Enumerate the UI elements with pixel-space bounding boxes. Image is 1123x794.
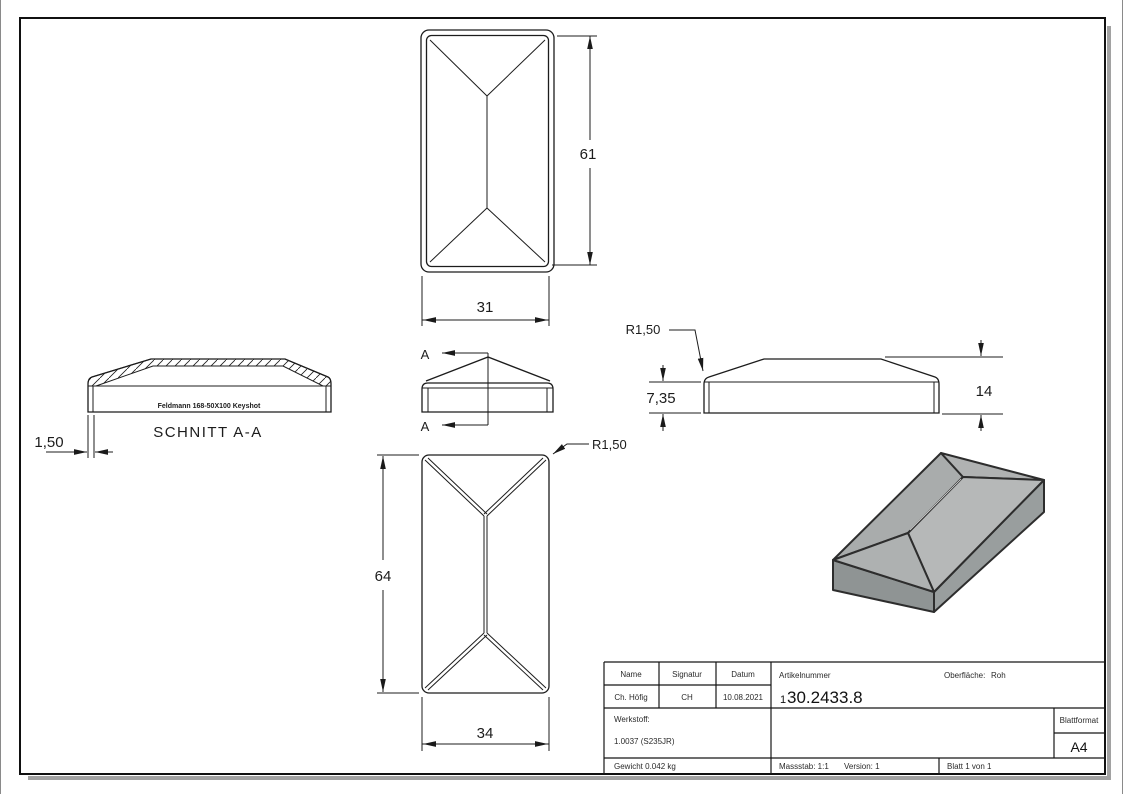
frame-shadow-bottom: [28, 776, 1111, 780]
dim-14-text: 14: [976, 383, 993, 400]
tb-value-signatur: CH: [681, 693, 693, 702]
dim-7-35: 7,35: [646, 365, 701, 431]
tb-version: Version: 1: [844, 762, 880, 771]
tb-artikelnummer-prefix: 1: [780, 694, 786, 706]
top-view-hip-edges: [429, 39, 546, 263]
dim-34-text: 34: [477, 725, 494, 742]
section-cut-line: A A: [421, 347, 489, 434]
tb-oberflaeche-value: Roh: [991, 671, 1006, 680]
dim-61: 61: [552, 35, 597, 266]
section-inner-lines: [88, 385, 331, 412]
tb-header-name: Name: [620, 670, 642, 679]
tb-header-signatur: Signatur: [672, 670, 702, 679]
section-title: SCHNITT A-A: [153, 424, 263, 441]
front-view: A A: [421, 347, 554, 434]
bottom-view-hip-edges: [424, 457, 547, 691]
tb-blatt: Blatt 1 von 1: [947, 762, 992, 771]
side-view: R1,50 7,35 14: [626, 322, 1003, 431]
side-inner-lines: [704, 381, 939, 413]
tb-blattformat-value: A4: [1070, 739, 1087, 755]
dim-64-text: 64: [375, 568, 392, 585]
radius-callout-bottom: R1,50: [552, 437, 627, 455]
tb-werkstoff-label: Werkstoff:: [614, 715, 650, 724]
iso-ridge-highlight: [909, 478, 962, 531]
frame-shadow-right: [1107, 26, 1111, 778]
side-outline: [703, 358, 940, 414]
dim-64: 64: [375, 454, 419, 694]
tb-blattformat-label: Blattformat: [1060, 716, 1099, 725]
top-view-inner-edge: [425, 34, 550, 268]
tb-gewicht: Gewicht 0.042 kg: [614, 762, 676, 771]
dim-1-50-text: 1,50: [34, 434, 63, 451]
dim-7-35-text: 7,35: [646, 390, 675, 407]
tb-artikelnummer-value: 30.2433.8: [787, 688, 863, 707]
tb-artikelnummer-label: Artikelnummer: [779, 671, 831, 680]
tb-werkstoff-value: 1.0037 (S235JR): [614, 737, 675, 746]
section-view: Feldmann 168-50X100 Keyshot SCHNITT A-A …: [34, 358, 332, 458]
dim-1-50: 1,50: [34, 415, 113, 458]
title-block: Name Signatur Datum Ch. Höfig CH 10.08.2…: [603, 661, 1105, 774]
cut-label-top: A: [421, 347, 430, 362]
bottom-view-outline: [421, 454, 550, 694]
tb-massstab: Massstab: 1:1: [779, 762, 829, 771]
tb-oberflaeche-label: Oberfläche:: [944, 671, 985, 680]
dim-14: 14: [885, 340, 1003, 431]
dim-31: 31: [421, 276, 550, 326]
cut-label-bottom: A: [421, 419, 430, 434]
dim-61-text: 61: [580, 146, 597, 163]
iso-3d-view: [832, 452, 1045, 613]
radius-callout-bottom-text: R1,50: [592, 437, 627, 452]
bottom-view: 64 34 R1,50: [375, 437, 627, 751]
tb-value-datum: 10.08.2021: [723, 693, 764, 702]
title-block-grid: [603, 661, 1105, 774]
dim-34: 34: [421, 697, 550, 751]
dim-31-text: 31: [477, 299, 494, 316]
tb-value-name: Ch. Höfig: [614, 693, 647, 702]
tb-header-datum: Datum: [731, 670, 755, 679]
part-marking-text: Feldmann 168-50X100 Keyshot: [158, 403, 261, 410]
iso-roof-front-tri: [832, 532, 935, 593]
radius-callout-side: R1,50: [626, 322, 704, 372]
top-view: 61 31: [420, 29, 597, 326]
radius-callout-side-text: R1,50: [626, 322, 661, 337]
